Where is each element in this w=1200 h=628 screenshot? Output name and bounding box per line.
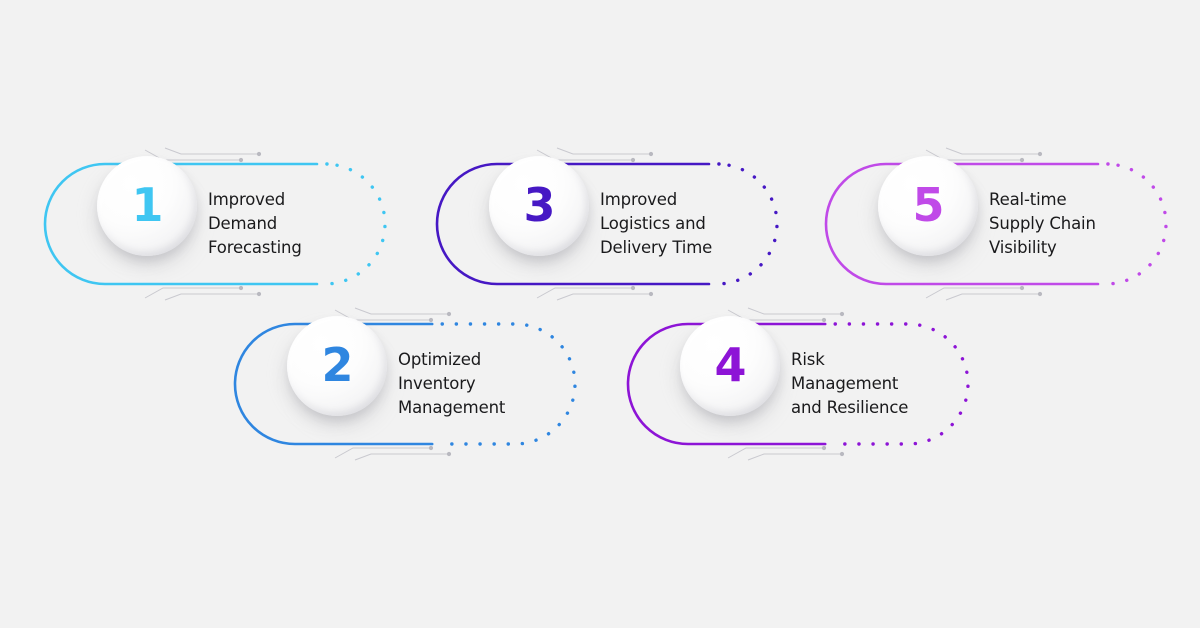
step-number-text: 1: [131, 178, 163, 232]
step-number-text: 4: [714, 338, 746, 392]
benefit-label-3: Improved Logistics and Delivery Time: [600, 189, 713, 258]
circle-face: 2: [287, 316, 387, 416]
step-number-text: 3: [523, 178, 555, 232]
benefit-label-2: Optimized Inventory Management: [398, 349, 506, 418]
step-number-circle-2: 2: [277, 316, 389, 428]
benefit-label-1: Improved Demand Forecasting: [208, 189, 302, 258]
step-number-text: 5: [912, 178, 944, 232]
benefit-card-3: 3 Improved Logistics and Delivery Time: [435, 147, 779, 301]
step-number-circle-4: 4: [670, 316, 782, 428]
benefit-card-5: 5 Real-time Supply Chain Visibility: [824, 147, 1168, 301]
benefit-card-1: 1 Improved Demand Forecasting: [43, 147, 387, 301]
benefit-card-2: 2 Optimized Inventory Management: [233, 307, 577, 461]
step-number-circle-3: 3: [479, 156, 591, 268]
benefit-label-4: Risk Management and Resilience: [791, 349, 909, 418]
benefit-card-4: 4 Risk Management and Resilience: [626, 307, 970, 461]
circle-face: 3: [489, 156, 589, 256]
circle-face: 5: [878, 156, 978, 256]
benefit-label-5: Real-time Supply Chain Visibility: [989, 189, 1096, 258]
circle-face: 4: [680, 316, 780, 416]
step-number-text: 2: [321, 338, 353, 392]
circle-face: 1: [97, 156, 197, 256]
step-number-circle-1: 1: [87, 156, 199, 268]
step-number-circle-5: 5: [868, 156, 980, 268]
